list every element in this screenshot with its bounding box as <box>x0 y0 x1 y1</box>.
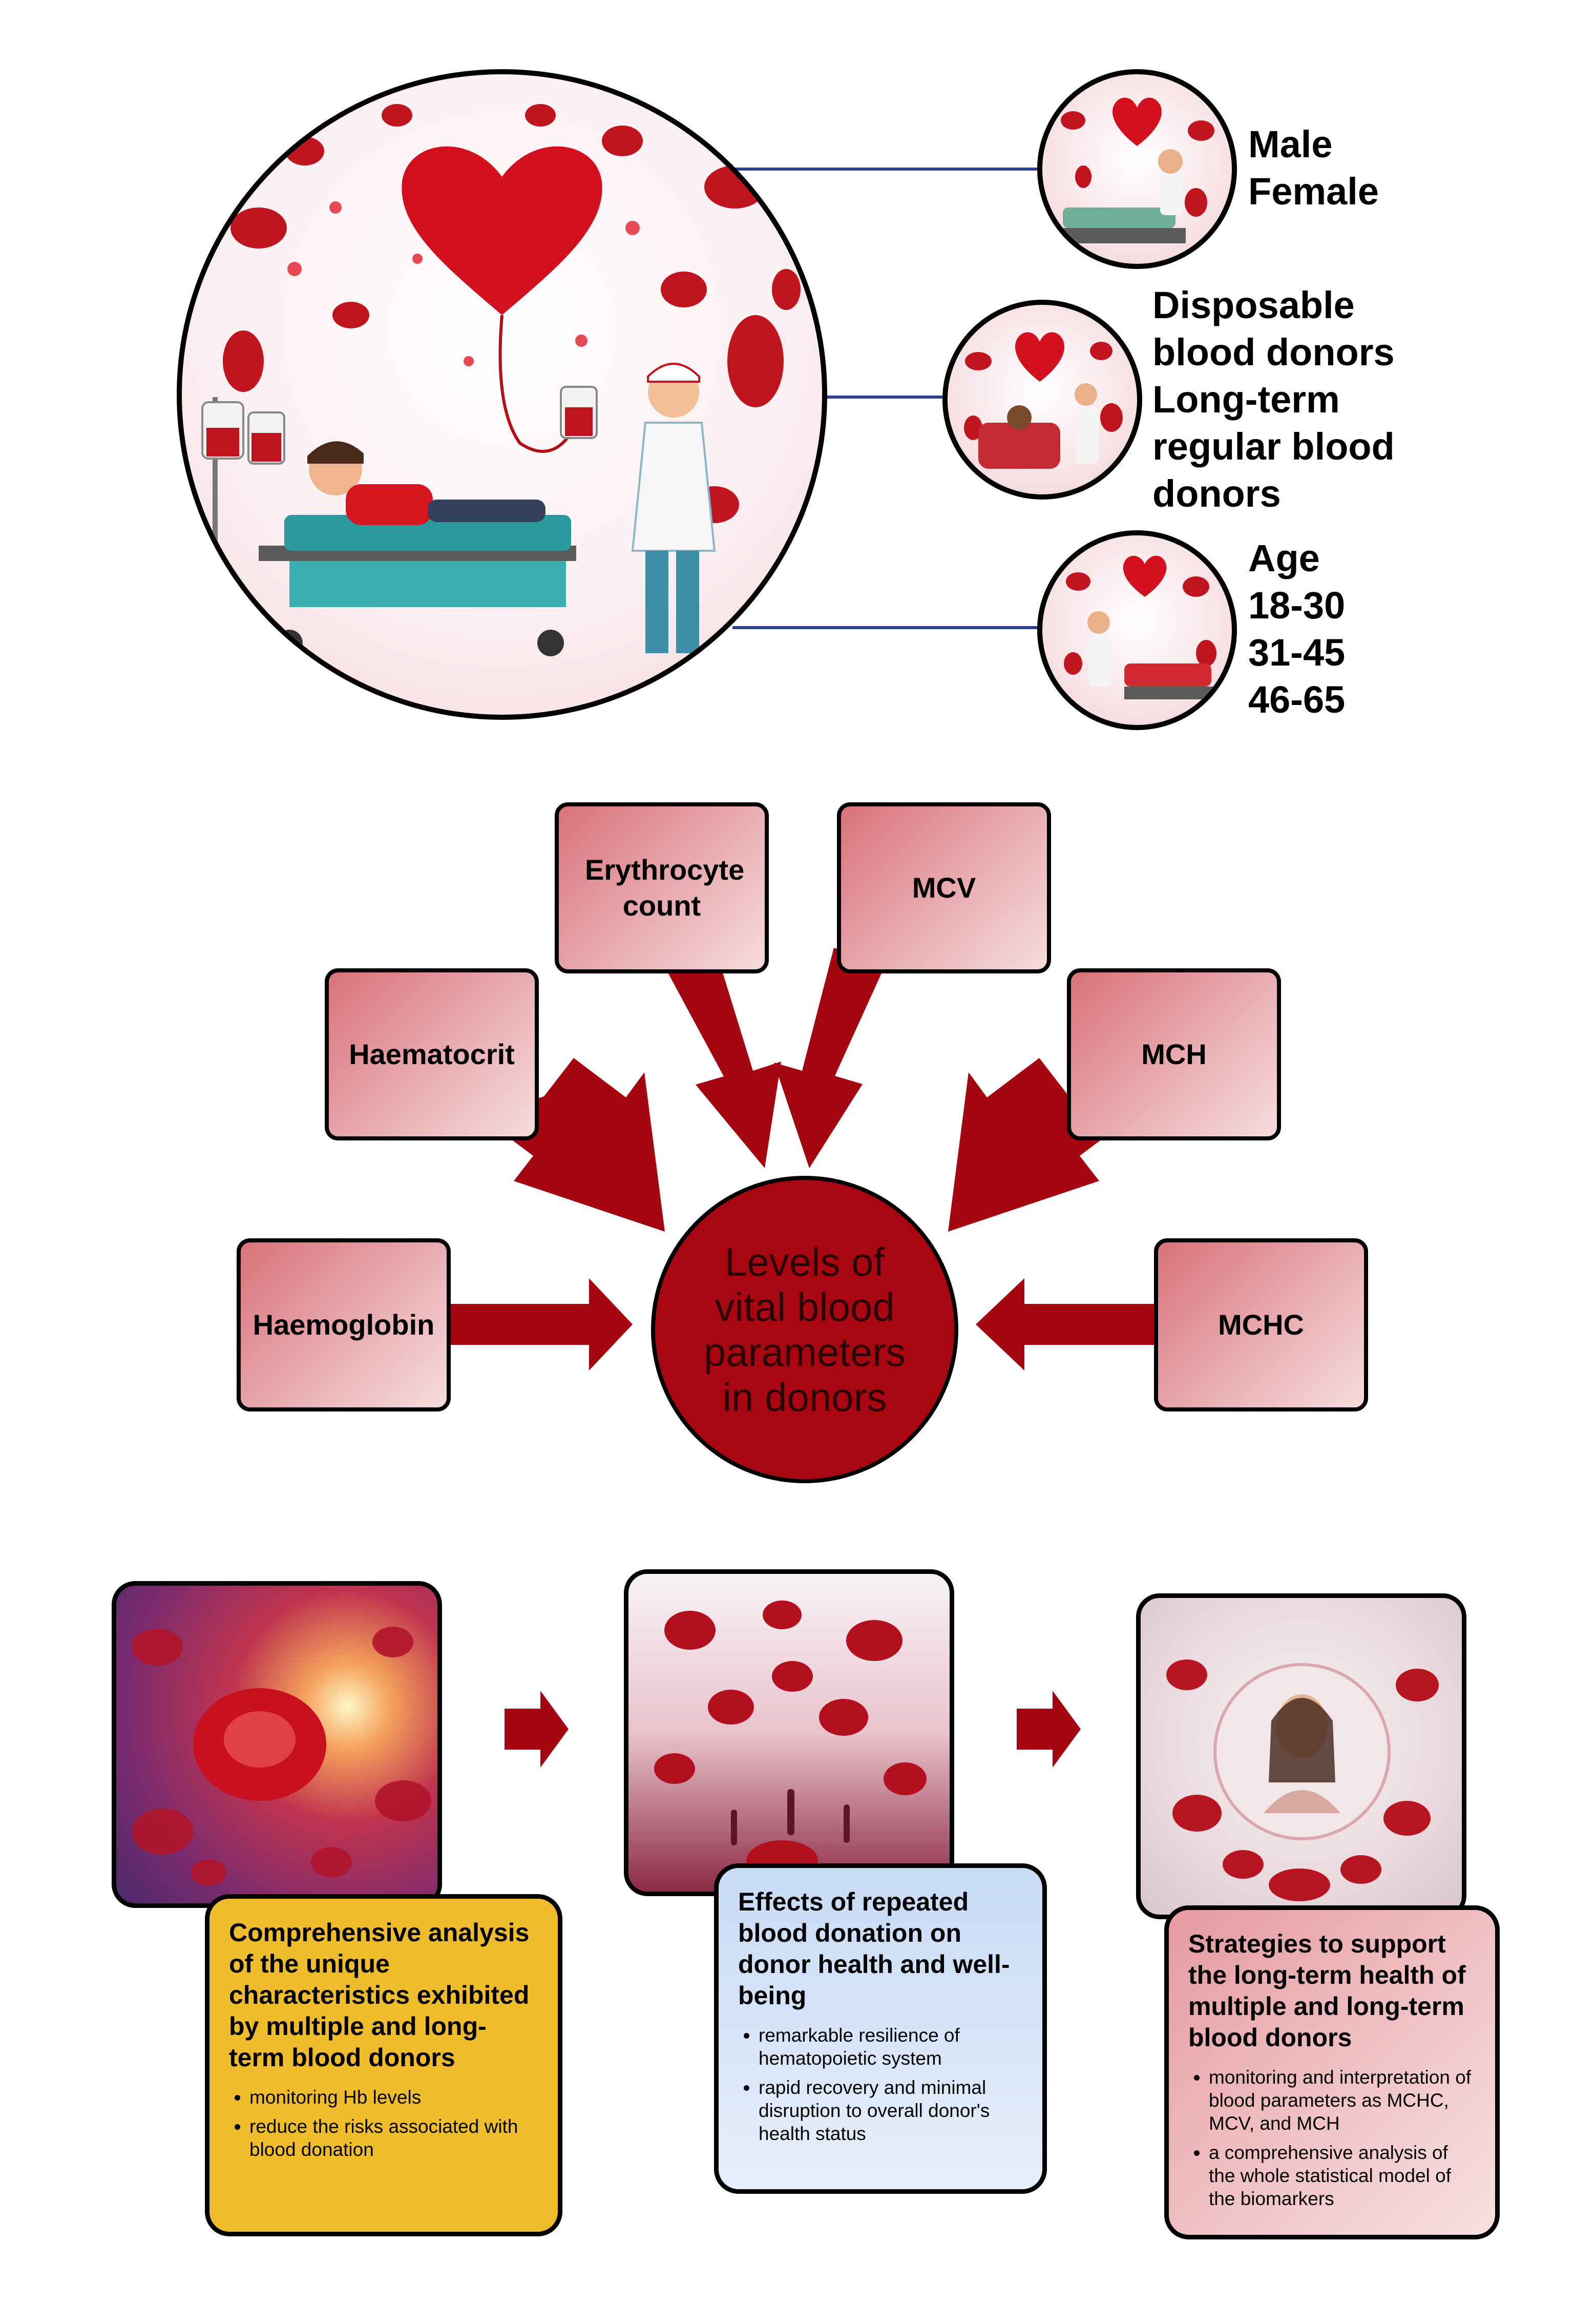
parameter-label: MCHC <box>1218 1309 1304 1341</box>
red-cell-closeup-image <box>112 1581 442 1908</box>
parameter-label: MCH <box>1141 1038 1207 1070</box>
parameter-label: Erythrocyte count <box>585 854 745 922</box>
donor-portrait-image <box>1136 1593 1466 1919</box>
parameter-mchc: MCHC <box>1154 1238 1368 1411</box>
parameter-haemoglobin: Haemoglobin <box>237 1238 451 1411</box>
step-title: Strategies to support the long-term heal… <box>1188 1929 1466 2052</box>
step-bullet: reduce the risks associated with blood d… <box>249 2115 540 2161</box>
step-arrow-1 <box>505 1691 569 1768</box>
step-bullet: remarkable resilience of hematopoietic s… <box>759 2024 1025 2070</box>
group-line: Age <box>1248 537 1320 579</box>
step-bullet-list: monitoring Hb levels reduce the risks as… <box>229 2086 540 2161</box>
step-bullet-list: remarkable resilience of hematopoietic s… <box>738 2024 1025 2145</box>
center-label: Levels of vital blood parameters in dono… <box>703 1239 906 1420</box>
parameter-label: Haemoglobin <box>253 1309 435 1341</box>
group-line: 18-30 <box>1248 584 1346 627</box>
group-line: Male <box>1248 123 1333 165</box>
parameter-label: MCV <box>912 871 976 904</box>
step-bullet-list: monitoring and interpretation of blood p… <box>1188 2066 1478 2210</box>
center-vital-parameters: Levels of vital blood parameters in dono… <box>651 1176 958 1483</box>
blood-donation-illustration <box>177 69 827 720</box>
arrow-mcv <box>774 948 886 1168</box>
step-bullet: monitoring Hb levels <box>249 2086 540 2109</box>
donor-group-type: Disposable blood donors Long-term regula… <box>1152 282 1395 517</box>
step-bullet: rapid recovery and minimal disruption to… <box>759 2076 1025 2145</box>
step-box-1: Comprehensive analysis of the unique cha… <box>205 1894 562 2236</box>
step-bullet: a comprehensive analysis of the whole st… <box>1209 2141 1478 2210</box>
group-line: Long-term <box>1152 378 1340 421</box>
parameter-mch: MCH <box>1067 968 1281 1140</box>
arrow-haematocrit <box>480 1058 665 1232</box>
donor-sex-illustration <box>1037 69 1237 269</box>
group-line: donors <box>1152 472 1281 515</box>
donor-type-illustration <box>942 300 1142 500</box>
parameter-haematocrit: Haematocrit <box>325 968 539 1140</box>
parameter-mcv: MCV <box>837 802 1051 973</box>
parameter-label: Haematocrit <box>349 1038 515 1070</box>
arrow-haemoglobin <box>451 1278 633 1370</box>
arrow-mch <box>948 1058 1132 1232</box>
parameter-arrows <box>451 948 1155 1370</box>
step-arrow-2 <box>1017 1691 1081 1768</box>
donor-group-age: Age 18-30 31-45 46-65 <box>1248 535 1345 723</box>
step-bullet: monitoring and interpretation of blood p… <box>1209 2066 1478 2135</box>
group-line: 46-65 <box>1248 678 1346 721</box>
donor-age-illustration <box>1037 530 1237 730</box>
group-line: 31-45 <box>1248 631 1346 674</box>
group-line: Female <box>1248 170 1379 213</box>
group-line: Disposable <box>1152 284 1355 326</box>
arrow-mchc <box>976 1278 1155 1370</box>
group-line: blood donors <box>1152 331 1395 373</box>
blood-cells-people-image <box>624 1569 954 1896</box>
step-box-2: Effects of repeated blood donation on do… <box>714 1863 1047 2194</box>
donor-group-sex: Male Female <box>1248 121 1379 215</box>
group-line: regular blood <box>1152 425 1395 468</box>
arrow-erythrocyte <box>663 948 781 1168</box>
parameter-erythrocyte-count: Erythrocyte count <box>555 802 769 973</box>
step-box-3: Strategies to support the long-term heal… <box>1164 1905 1500 2239</box>
step-title: Effects of repeated blood donation on do… <box>738 1887 1010 2010</box>
step-title: Comprehensive analysis of the unique cha… <box>229 1918 530 2072</box>
